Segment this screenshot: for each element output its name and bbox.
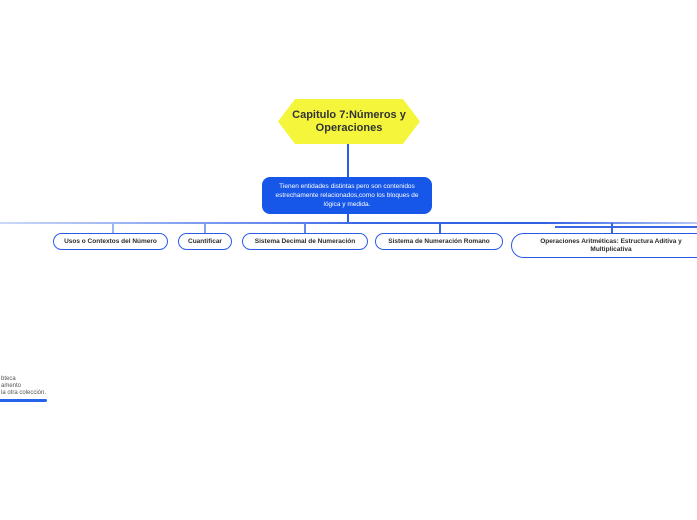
connector-stub-operaciones [611,223,613,233]
child-node-sistema-decimal[interactable]: Sistema Decimal de Numeración [242,233,368,250]
connector-stub-sistema-romano [439,223,441,233]
child-node-label: Operaciones Aritméticas: Estructura Adit… [540,237,682,253]
child-node-usos-contextos[interactable]: Usos o Contextos del Número [53,233,168,250]
connector-description-to-rail [347,214,349,223]
connector-stub-sistema-decimal [304,223,306,233]
child-node-label: Usos o Contextos del Número [64,237,157,245]
description-node-label: Tienen entidades distintas pero son cont… [275,183,419,208]
notification-text-fragment: bteca [1,376,16,382]
connector-stub-cuantificar [204,223,206,233]
description-node[interactable]: Tienen entidades distintas pero son cont… [262,177,432,214]
root-node[interactable]: Capitulo 7:Números y Operaciones [278,99,420,144]
notification-text-fragment: la otra colección. [1,390,47,396]
child-node-label: Sistema de Numeración Romano [388,237,490,245]
child-node-sistema-romano[interactable]: Sistema de Numeración Romano [375,233,503,250]
branch-rail [0,222,697,224]
child-node-label: Sistema Decimal de Numeración [254,237,356,245]
connector-root-to-description [347,144,349,177]
child-node-cuantificar[interactable]: Cuantificar [178,233,232,250]
child-node-operaciones-aritmeticas[interactable]: Operaciones Aritméticas: Estructura Adit… [511,233,697,258]
notification-progress-bar [0,399,47,402]
notification-text-fragment: amento [1,383,22,389]
connector-stub-usos [112,223,114,233]
branch-rail-right-segment [555,226,697,228]
child-node-label: Cuantificar [188,237,222,245]
root-node-label: Capitulo 7:Números y Operaciones [292,108,406,134]
